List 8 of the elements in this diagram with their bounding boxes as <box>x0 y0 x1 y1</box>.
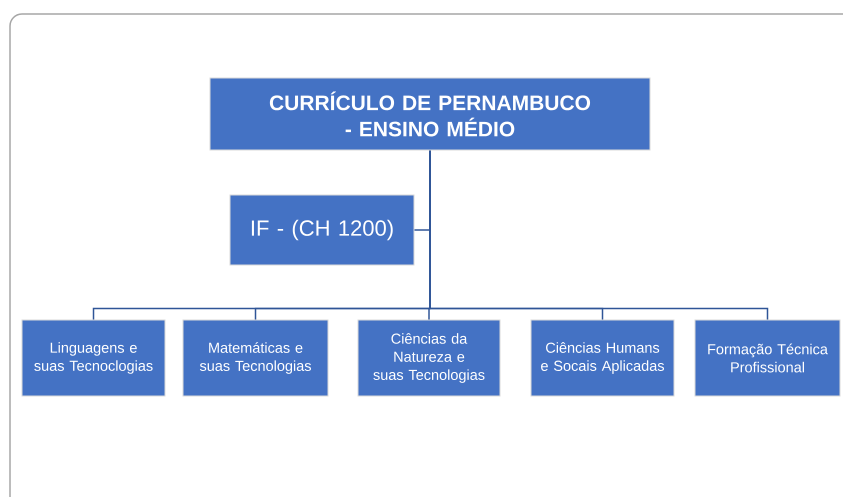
org-box: Ciências Humans e Socais Aplicadas <box>530 320 674 396</box>
org-box: Linguagens e suas Tecnoclogias <box>22 320 166 396</box>
org-box: CURRÍCULO DE PERNAMBUCO - ENSINO MÉDIO <box>210 78 650 150</box>
org-box: Ciências da Natureza e suas Tecnologias <box>358 320 500 396</box>
org-box: Matemáticas e suas Tecnologias <box>182 320 328 396</box>
org-box: IF - (CH 1200) <box>230 194 414 266</box>
connector-line <box>429 150 768 320</box>
org-box: Formação Técnica Profissional <box>694 320 840 396</box>
